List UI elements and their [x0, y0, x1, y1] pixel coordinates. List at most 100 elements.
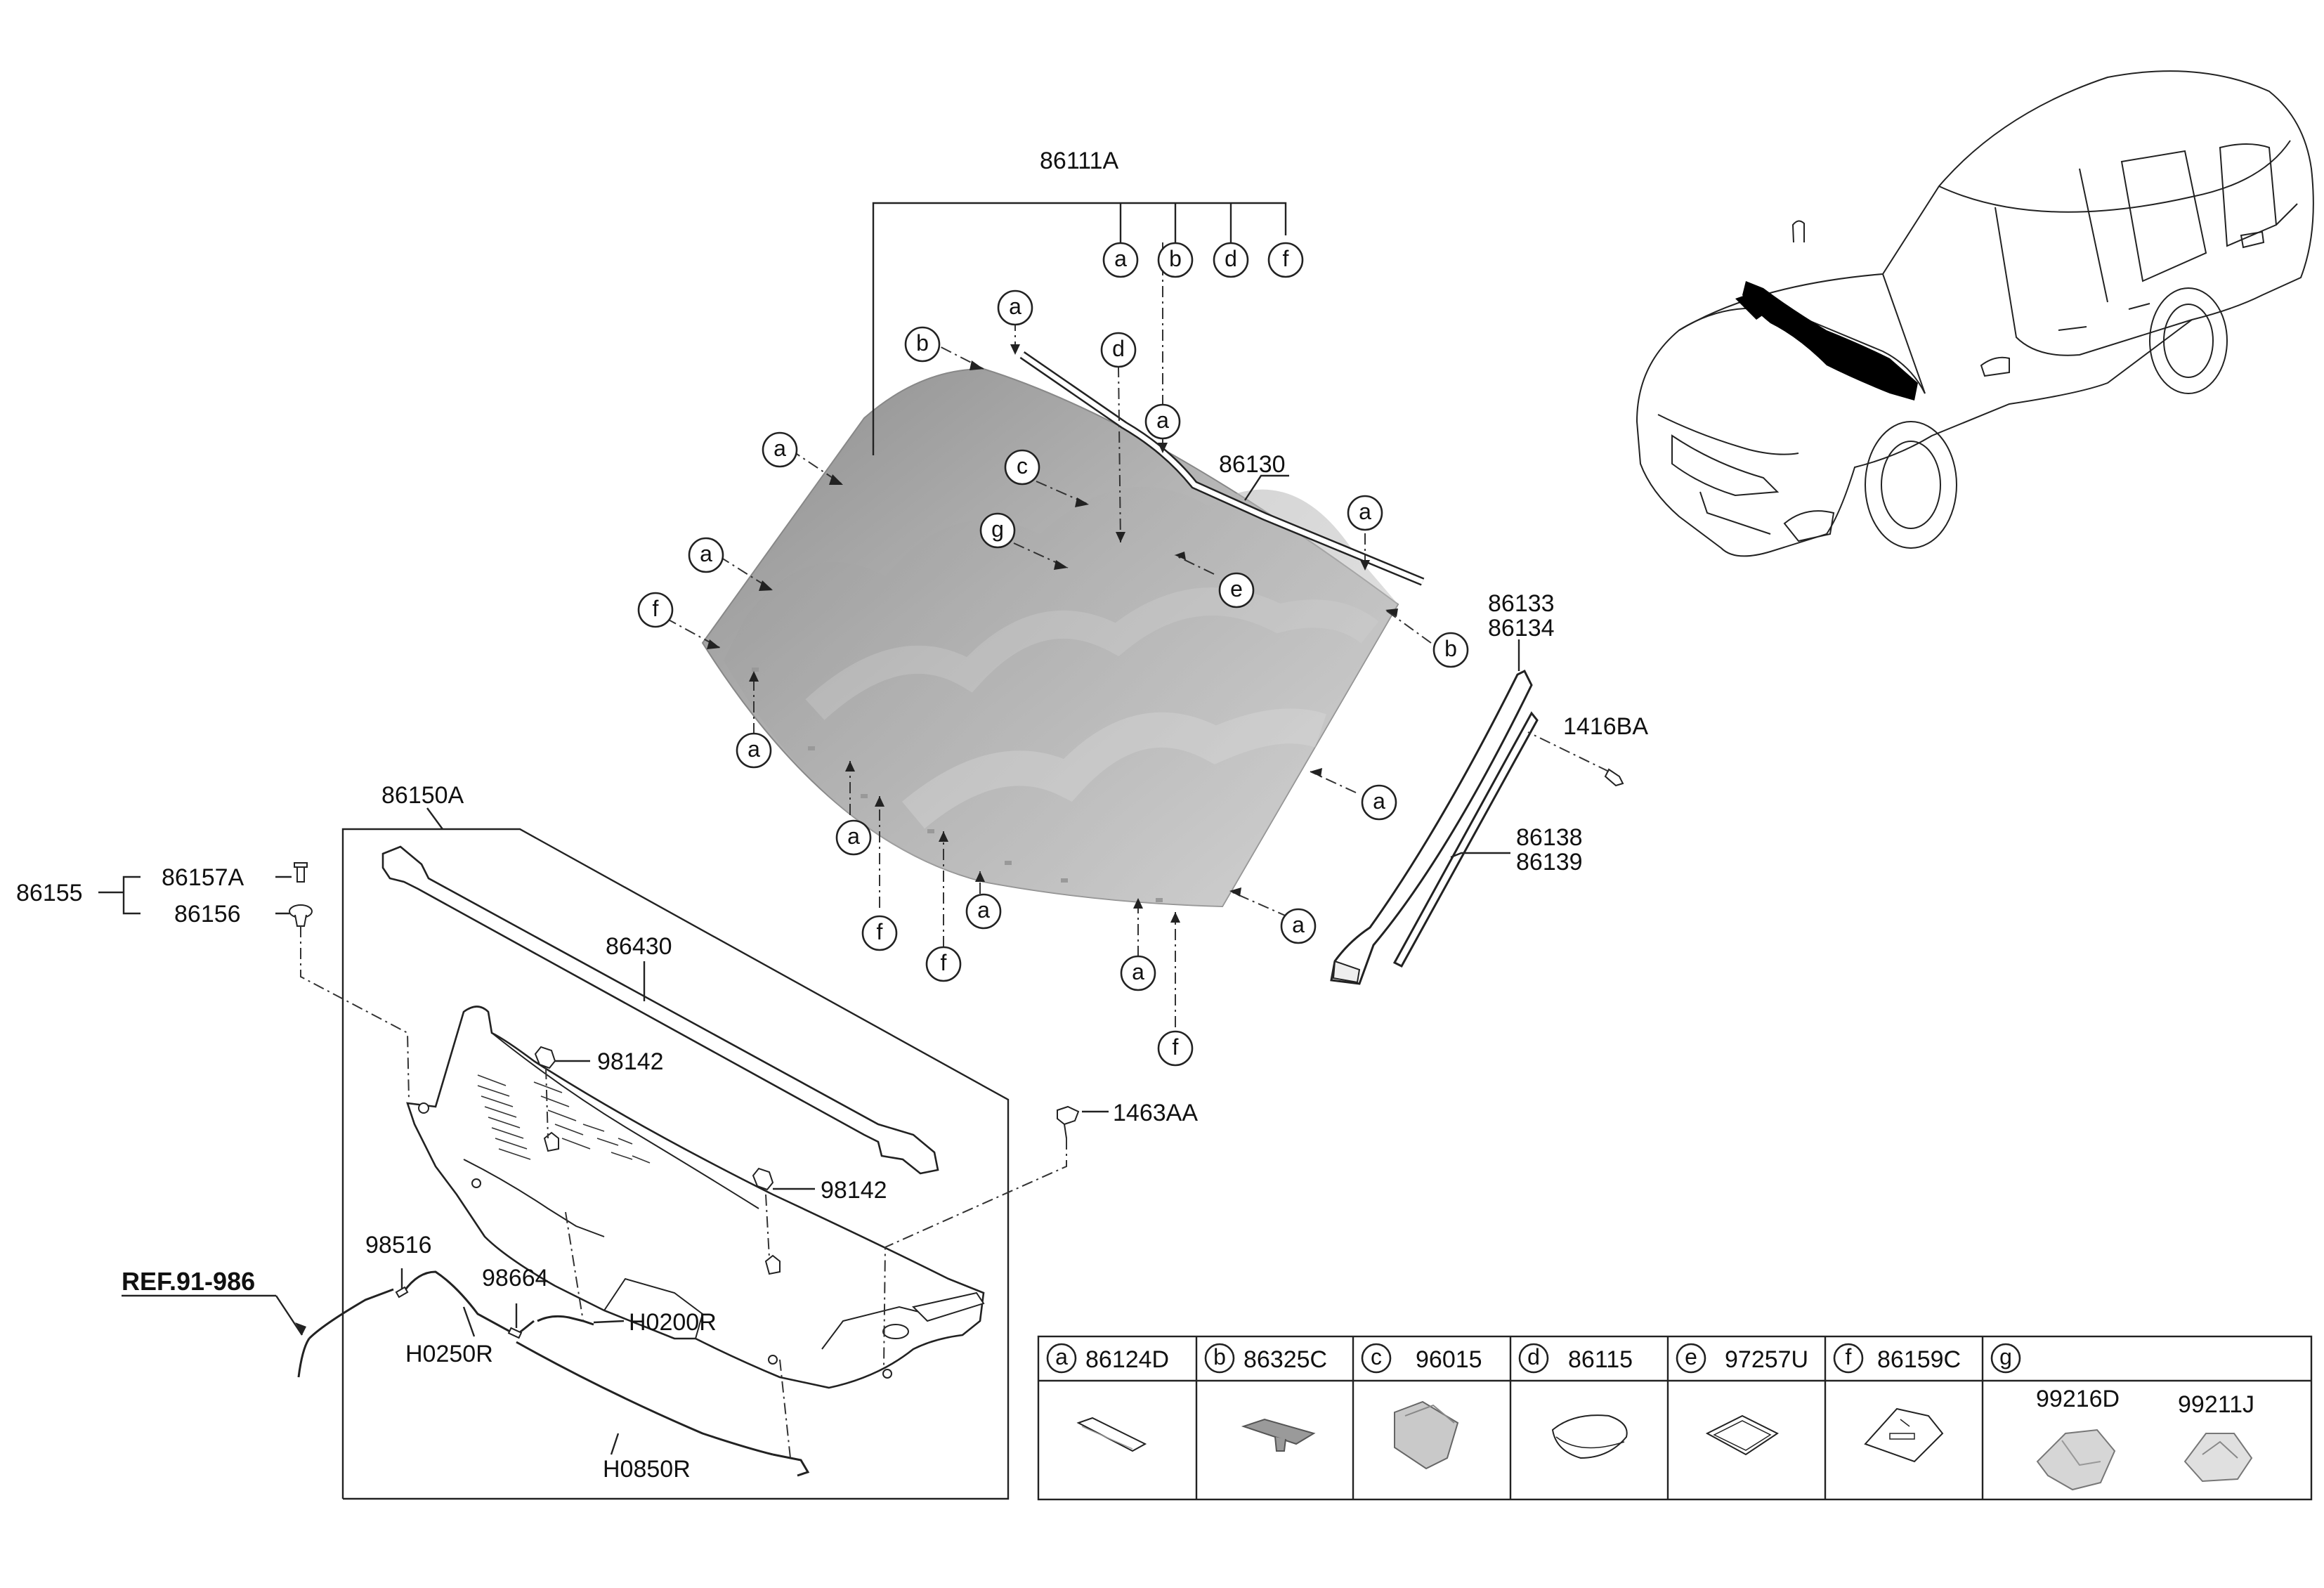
label-98142-a: 98142	[597, 1048, 664, 1075]
label-86133: 86133	[1488, 590, 1555, 617]
callout-a-8: a	[835, 819, 872, 856]
callout-b-1: b	[904, 326, 941, 363]
vehicle-illustration	[1636, 70, 2314, 557]
svg-text:f: f	[1173, 1034, 1179, 1060]
svg-text:g: g	[1999, 1344, 2012, 1369]
callout-a-7: a	[1361, 784, 1397, 821]
svg-text:a: a	[977, 897, 990, 923]
svg-text:a: a	[1132, 959, 1144, 984]
svg-text:a: a	[700, 541, 712, 566]
callout-a-11: a	[1120, 955, 1156, 991]
callouts: a b d f a b d a a c g a e a f b a a a f …	[637, 242, 1469, 1067]
label-1463aa: 1463AA	[1113, 1100, 1198, 1126]
washer-nozzle-b	[752, 1167, 774, 1191]
callout-d-1: d	[1100, 332, 1137, 368]
callout-a-4: a	[688, 537, 724, 573]
callout-c-1: c	[1004, 449, 1040, 486]
grommet-86156	[289, 904, 313, 927]
legend-icon-b	[1241, 1418, 1316, 1452]
legend-icon-a	[1076, 1417, 1147, 1452]
car-windshield-highlight-b	[1735, 294, 1763, 320]
svg-text:a: a	[1055, 1344, 1068, 1369]
svg-text:b: b	[916, 330, 929, 356]
callout-a-5: a	[1347, 495, 1383, 531]
legend-header-c: c 96015	[1361, 1343, 1482, 1374]
svg-text:f: f	[1846, 1344, 1852, 1369]
callout-top-a: a	[1102, 242, 1139, 278]
label-98664: 98664	[482, 1265, 549, 1291]
svg-text:e: e	[1230, 576, 1243, 601]
svg-text:a: a	[748, 736, 760, 762]
svg-text:b: b	[1169, 246, 1182, 271]
car-windshield-highlight	[1742, 281, 1918, 401]
part-labels: 86111A 86130 86133 86134 1416BA 86138 86…	[16, 148, 1648, 1483]
cowl-assembly-box	[341, 828, 1010, 1500]
callout-a-1: a	[997, 289, 1033, 326]
svg-text:a: a	[1114, 246, 1127, 271]
screw-1463aa	[1057, 1105, 1080, 1139]
label-86155: 86155	[16, 880, 83, 906]
valve-98516	[395, 1286, 409, 1299]
svg-text:b: b	[1213, 1344, 1226, 1369]
label-86111a: 86111A	[1040, 148, 1118, 174]
svg-text:86124D: 86124D	[1085, 1346, 1169, 1373]
svg-text:97257U: 97257U	[1725, 1346, 1808, 1373]
svg-text:e: e	[1685, 1344, 1697, 1369]
label-86130: 86130	[1219, 451, 1286, 478]
legend-icon-g1	[2036, 1428, 2116, 1491]
svg-text:a: a	[1156, 408, 1169, 433]
svg-text:a: a	[1373, 788, 1385, 814]
leader-lines	[98, 202, 1610, 1459]
callout-b-2: b	[1432, 632, 1469, 668]
label-86150a: 86150A	[381, 782, 464, 809]
callout-top-d: d	[1213, 242, 1249, 278]
svg-text:d: d	[1112, 336, 1125, 361]
svg-text:f: f	[653, 596, 659, 621]
pillar-molding	[1330, 669, 1539, 985]
svg-text:a: a	[773, 436, 786, 461]
svg-text:c: c	[1371, 1344, 1382, 1369]
label-98142-b: 98142	[821, 1177, 887, 1204]
label-h0200r: H0200R	[629, 1309, 717, 1336]
svg-text:a: a	[1009, 294, 1021, 319]
connector-98664	[507, 1327, 523, 1339]
svg-text:d: d	[1225, 246, 1237, 271]
svg-text:86115: 86115	[1568, 1346, 1633, 1373]
legend-icon-c	[1394, 1400, 1459, 1470]
clip-1416ba	[1604, 768, 1624, 787]
label-h0850r: H0850R	[603, 1456, 691, 1483]
label-86157a: 86157A	[162, 864, 244, 891]
legend-header-e: e 97257U	[1676, 1343, 1808, 1374]
svg-text:96015: 96015	[1416, 1346, 1482, 1373]
label-ref-91-986: REF.91-986	[122, 1267, 255, 1296]
cowl-seal-strip	[381, 845, 939, 1175]
top-molding	[1019, 351, 1425, 586]
callout-top-b: b	[1157, 242, 1194, 278]
callout-a-9: a	[965, 893, 1002, 930]
svg-text:86159C: 86159C	[1877, 1346, 1961, 1373]
callout-g-1: g	[979, 512, 1016, 549]
svg-text:a: a	[1292, 912, 1305, 937]
svg-text:f: f	[941, 950, 947, 975]
svg-text:c: c	[1017, 453, 1028, 479]
label-86139: 86139	[1516, 849, 1583, 876]
svg-text:f: f	[877, 919, 883, 944]
callout-a-6: a	[736, 732, 772, 769]
nozzle-lower-b	[764, 1254, 781, 1275]
bolt-86157a	[294, 862, 308, 883]
callout-f-1: f	[637, 592, 674, 628]
callout-f-2: f	[861, 915, 898, 951]
svg-text:a: a	[1359, 499, 1371, 524]
legend-icon-g2	[2183, 1433, 2253, 1483]
callout-e-1: e	[1218, 572, 1255, 608]
legend-icon-f	[1864, 1407, 1944, 1463]
callout-top-f: f	[1267, 242, 1304, 278]
windshield-glass	[701, 367, 1399, 908]
label-86134: 86134	[1488, 615, 1555, 642]
washer-hoses	[297, 1270, 810, 1477]
label-h0250r: H0250R	[405, 1341, 493, 1367]
svg-text:d: d	[1527, 1344, 1540, 1369]
callout-f-4: f	[1157, 1030, 1194, 1067]
